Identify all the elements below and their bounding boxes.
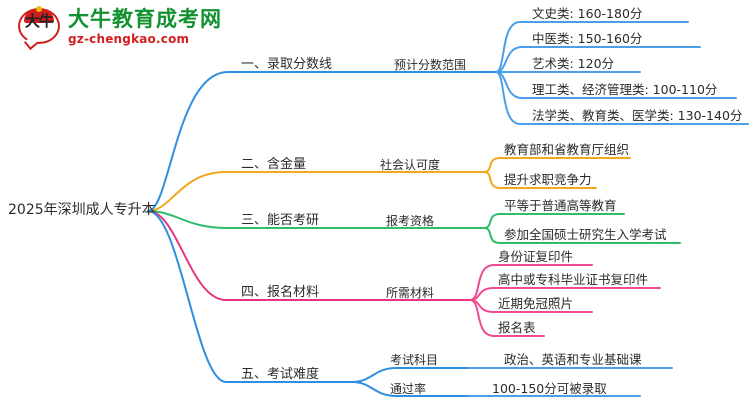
branch-label-1[interactable]: 一、录取分数线: [241, 57, 333, 72]
sub-label-5-2[interactable]: 通过率: [390, 382, 427, 396]
link-root-branch1: [147, 71, 239, 212]
link-branch5-sub1: [351, 367, 469, 383]
leaf-node[interactable]: 100-150分可被录取: [492, 381, 607, 396]
leaf-node[interactable]: 理工类、经济管理类: 100-110分: [532, 82, 718, 97]
leaf-node[interactable]: 法学类、教育类、医学类: 130-140分: [532, 108, 743, 123]
leaf-node[interactable]: 提升求职竞争力: [504, 172, 592, 187]
leaf-node[interactable]: 近期免冠照片: [498, 296, 574, 311]
link-branch3-leaf1: [483, 213, 625, 229]
sub-label-4-1[interactable]: 所需材料: [386, 286, 435, 300]
link-root-branch5: [147, 210, 239, 383]
leaf-node[interactable]: 政治、英语和专业基础课: [504, 352, 642, 367]
logo-badge-text: 大牛: [24, 12, 54, 30]
logo-subtitle: gz-chengkao.com: [68, 32, 190, 47]
leaf-node[interactable]: 教育部和省教育厅组织: [504, 142, 630, 157]
root-node[interactable]: 2025年深圳成人专升本: [8, 202, 156, 218]
sub-label-2-1[interactable]: 社会认可度: [380, 158, 441, 172]
sub-label-1-1[interactable]: 预计分数范围: [394, 58, 467, 72]
leaf-node[interactable]: 平等于普通高等教育: [504, 198, 617, 213]
leaf-node[interactable]: 艺术类: 120分: [532, 56, 615, 71]
branch-label-2[interactable]: 二、含金量: [241, 157, 307, 172]
sub-label-5-1[interactable]: 考试科目: [390, 353, 439, 367]
link-root-branch2: [147, 171, 239, 212]
link-root-branch4: [147, 210, 239, 301]
leaf-node[interactable]: 文史类: 160-180分: [532, 6, 643, 21]
leaf-node[interactable]: 中医类: 150-160分: [532, 31, 643, 46]
link-root-branch3: [147, 210, 239, 229]
branch-label-3[interactable]: 三、能否考研: [241, 213, 320, 228]
leaf-node[interactable]: 高中或专科毕业证书复印件: [498, 272, 649, 287]
leaf-node[interactable]: 参加全国硕士研究生入学考试: [504, 227, 667, 242]
logo-badge-icon: 大牛: [18, 6, 62, 51]
leaf-node[interactable]: 身份证复印件: [498, 249, 574, 264]
link-branch2-leaf1: [483, 157, 631, 173]
site-logo: 大牛 大牛教育成考网 gz-chengkao.com: [18, 6, 222, 51]
leaf-node[interactable]: 报名表: [498, 320, 536, 335]
branch-label-5[interactable]: 五、考试难度: [241, 367, 320, 382]
logo-title: 大牛教育成考网: [68, 7, 222, 32]
sub-label-3-1[interactable]: 报考资格: [386, 214, 435, 228]
branch-label-4[interactable]: 四、报名材料: [241, 285, 320, 300]
